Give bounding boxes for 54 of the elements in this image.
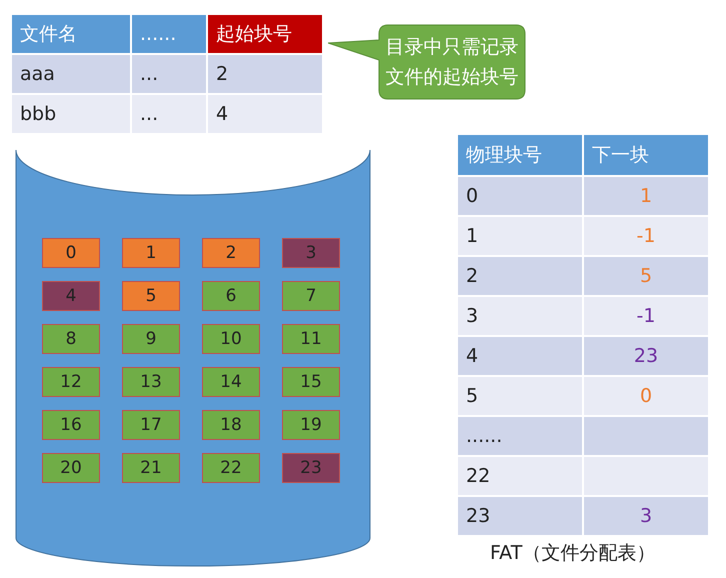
table-cell: 2: [458, 257, 582, 295]
table-cell: 0: [458, 177, 582, 215]
disk-block: 12: [42, 367, 100, 397]
table-cell: 1: [584, 177, 708, 215]
table-cell: 0: [584, 377, 708, 415]
table-cell: 23: [458, 497, 582, 535]
disk-block: 17: [122, 410, 180, 440]
table-cell: 5: [458, 377, 582, 415]
table-cell: 4: [458, 337, 582, 375]
disk-block: 7: [282, 281, 340, 311]
disk-block: 6: [202, 281, 260, 311]
disk-block: 0: [42, 238, 100, 268]
disk-block: 21: [122, 453, 180, 483]
disk-block: 11: [282, 324, 340, 354]
table-cell: 23: [584, 337, 708, 375]
header-cell: ......: [132, 15, 206, 53]
table-cell: 3: [584, 497, 708, 535]
disk-block: 1: [122, 238, 180, 268]
disk-block: 20: [42, 453, 100, 483]
disk-block: 9: [122, 324, 180, 354]
header-cell: 物理块号: [458, 135, 582, 175]
disk-block: 13: [122, 367, 180, 397]
disk-block: 14: [202, 367, 260, 397]
table-cell: 22: [458, 457, 582, 495]
disk-block: 15: [282, 367, 340, 397]
table-cell: ......: [458, 417, 582, 455]
table-cell: 3: [458, 297, 582, 335]
table-cell: ...: [132, 55, 206, 93]
header-cell: 文件名: [12, 15, 130, 53]
table-cell: 2: [208, 55, 322, 93]
disk-block: 3: [282, 238, 340, 268]
table-cell: -1: [584, 297, 708, 335]
table-cell: 5: [584, 257, 708, 295]
speech-bubble: [328, 22, 528, 102]
disk-block: 16: [42, 410, 100, 440]
table-cell: 1: [458, 217, 582, 255]
disk-block: 19: [282, 410, 340, 440]
disk-block: 23: [282, 453, 340, 483]
header-cell: 下一块: [584, 135, 708, 175]
table-cell: bbb: [12, 95, 130, 133]
disk-block: 2: [202, 238, 260, 268]
disk-block: 8: [42, 324, 100, 354]
disk-block: 10: [202, 324, 260, 354]
disk-block: 4: [42, 281, 100, 311]
disk-block: 22: [202, 453, 260, 483]
disk-block: 5: [122, 281, 180, 311]
table-cell: -1: [584, 217, 708, 255]
disk-block: 18: [202, 410, 260, 440]
table-cell: 4: [208, 95, 322, 133]
table-cell: aaa: [12, 55, 130, 93]
header-cell: 起始块号: [208, 15, 322, 53]
table-cell: ...: [132, 95, 206, 133]
callout-text: 目录中只需记录文件的起始块号: [384, 35, 520, 90]
table-caption: FAT（文件分配表）: [490, 541, 656, 566]
